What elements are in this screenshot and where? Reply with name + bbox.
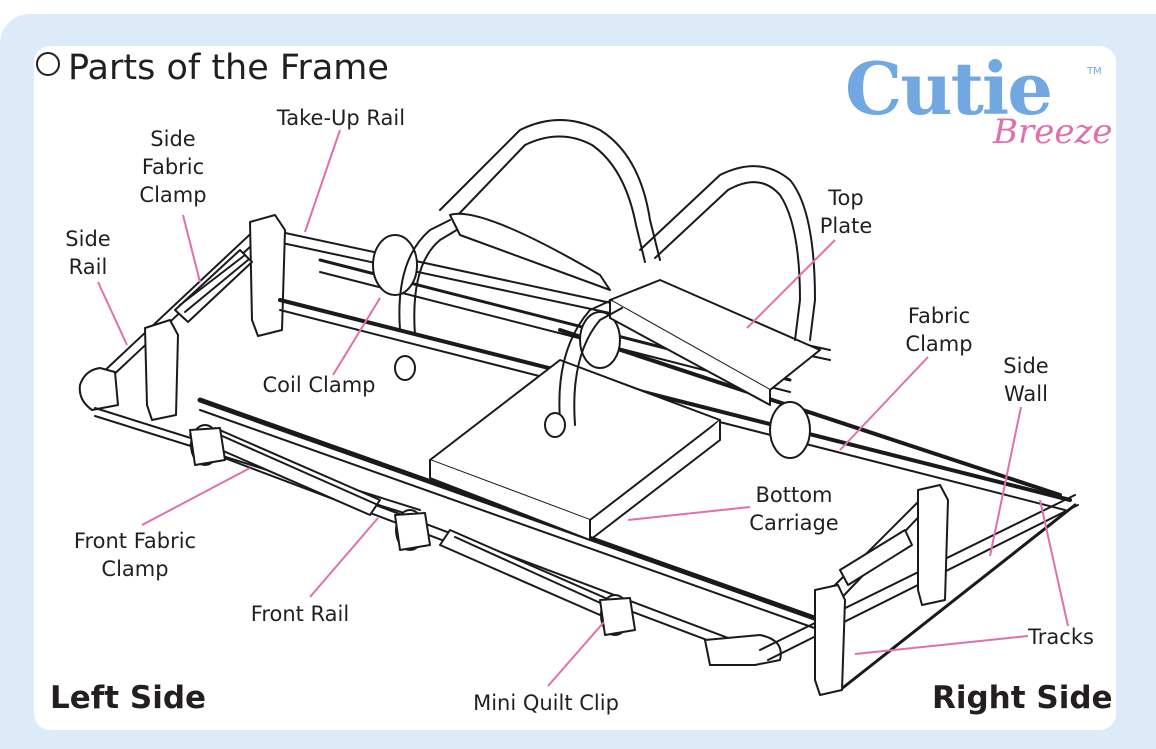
- callout-line-fabric-clamp: [839, 356, 929, 451]
- label-line: Top: [828, 186, 864, 210]
- label-line: Rail: [68, 255, 108, 279]
- label-take-up-rail: Take-Up Rail: [276, 106, 406, 130]
- label-top-plate: Top Plate: [820, 184, 873, 240]
- coil-clamp-drawing: [318, 234, 811, 459]
- label-line: Fabric: [141, 155, 205, 179]
- label-front-fabric-clamp: Front Fabric Clamp: [74, 527, 196, 583]
- label-line: Front Fabric: [73, 529, 197, 553]
- label-front-rail: Front Rail: [250, 602, 350, 626]
- top-plate-drawing: [609, 279, 821, 406]
- label-line: Side: [1003, 354, 1049, 378]
- page-title: Parts of the Frame: [68, 48, 389, 88]
- front-rail-drawing: [189, 427, 782, 666]
- callout-line-bottom-carriage: [627, 506, 751, 521]
- label-line: Side: [65, 227, 111, 251]
- logo-trademark: TM: [1087, 66, 1102, 77]
- label-line: Plate: [819, 214, 873, 238]
- callout-line-front-fabric-clamp: [141, 467, 251, 526]
- brand-logo: Cutie TM Breeze: [845, 44, 1113, 174]
- callout-line-tracks-a: [854, 635, 1029, 655]
- mini-quilt-clips-drawing: [189, 424, 636, 636]
- callout-line-side-rail: [97, 281, 128, 346]
- bottom-carriage-drawing: [429, 359, 721, 541]
- label-line: Clamp: [101, 557, 169, 581]
- logo-breeze: Breeze: [993, 112, 1113, 152]
- callout-line-side-wall: [989, 406, 1022, 557]
- label-coil-clamp: Coil Clamp: [262, 373, 376, 397]
- label-line: Side: [150, 127, 196, 151]
- label-line: Bottom: [755, 483, 833, 507]
- callout-line-front-rail: [309, 517, 379, 598]
- checkbox-circle-icon: [36, 52, 60, 76]
- label-side-fabric-clamp: Side Fabric Clamp: [139, 125, 206, 209]
- label-mini-quilt-clip: Mini Quilt Clip: [473, 691, 619, 715]
- label-line: Fabric: [907, 304, 971, 328]
- label-line: Clamp: [905, 332, 973, 356]
- logo-cutie: Cutie: [845, 46, 1053, 131]
- callout-line-coil-clamp: [332, 297, 381, 376]
- handles-drawing: [394, 119, 816, 438]
- callout-line-side-fabric-clamp: [182, 214, 201, 283]
- callout-line-take-up-rail: [304, 129, 341, 233]
- label-line: Carriage: [749, 511, 839, 535]
- label-tracks: Tracks: [1028, 625, 1094, 649]
- label-side-wall: Side Wall: [1003, 352, 1048, 408]
- label-line: Clamp: [139, 183, 207, 207]
- left-frame: [78, 214, 831, 519]
- label-line: Wall: [1004, 382, 1048, 406]
- label-bottom-carriage: Bottom Carriage: [749, 481, 838, 537]
- left-side-label: Left Side: [50, 680, 207, 716]
- callout-lines: [97, 129, 1069, 687]
- side-fabric-clamp-drawing: [174, 249, 253, 323]
- title-block: Parts of the Frame: [36, 46, 389, 90]
- right-frame: [759, 484, 1079, 696]
- label-fabric-clamp: Fabric Clamp: [905, 302, 972, 358]
- callout-line-mini-quilt-clip: [547, 621, 605, 687]
- callout-line-tracks-b: [1039, 499, 1069, 627]
- callout-line-top-plate: [746, 239, 836, 329]
- label-side-rail: Side Rail: [65, 225, 110, 281]
- right-side-label: Right Side: [932, 680, 1113, 716]
